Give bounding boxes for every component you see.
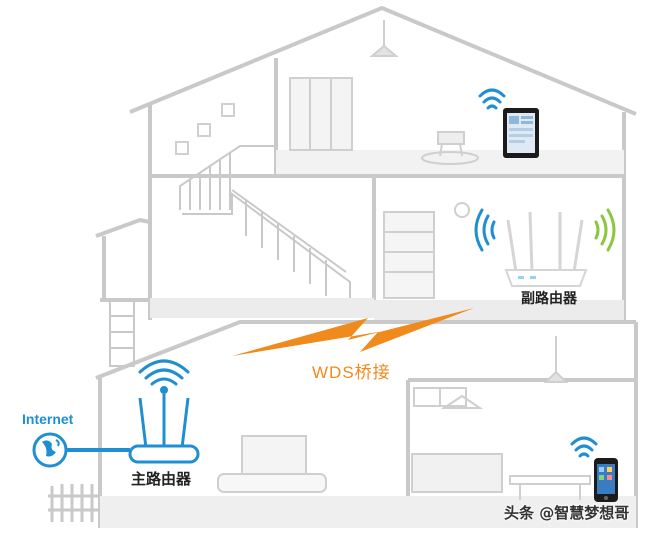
wifi-left-icon: [474, 208, 496, 252]
wds-bridge-label: WDS桥接: [312, 363, 391, 382]
tablet-icon: [503, 108, 539, 158]
sub-router-label: 副路由器: [521, 291, 577, 307]
tablet-wifi-icon: [478, 88, 506, 110]
internet-label: Internet: [22, 411, 74, 427]
annex-roof: [95, 218, 151, 238]
phone-wifi-icon: [570, 436, 598, 458]
main-roof: [129, 6, 637, 116]
middle-room-furniture: [383, 202, 470, 299]
middle-floor-right: [374, 300, 624, 320]
fence: [48, 484, 100, 522]
middle-floor-left: [150, 298, 374, 318]
globe-icon: [32, 432, 68, 468]
watermark: 头条 @智慧梦想哥: [504, 504, 630, 522]
attic-furniture: [175, 20, 479, 165]
wifi-icon: [138, 359, 190, 394]
sub-router-icon: [504, 211, 588, 287]
staircase: [109, 145, 351, 367]
ground-floor: [100, 496, 636, 528]
main-router-icon: [128, 394, 200, 464]
lower-roof: [95, 320, 636, 380]
phone-icon: [594, 458, 618, 502]
ground-furniture: [217, 336, 591, 500]
lightning-bolt-icon: [232, 308, 474, 356]
wifi-right-icon: [594, 208, 616, 252]
main-router-label: 主路由器: [131, 470, 192, 488]
